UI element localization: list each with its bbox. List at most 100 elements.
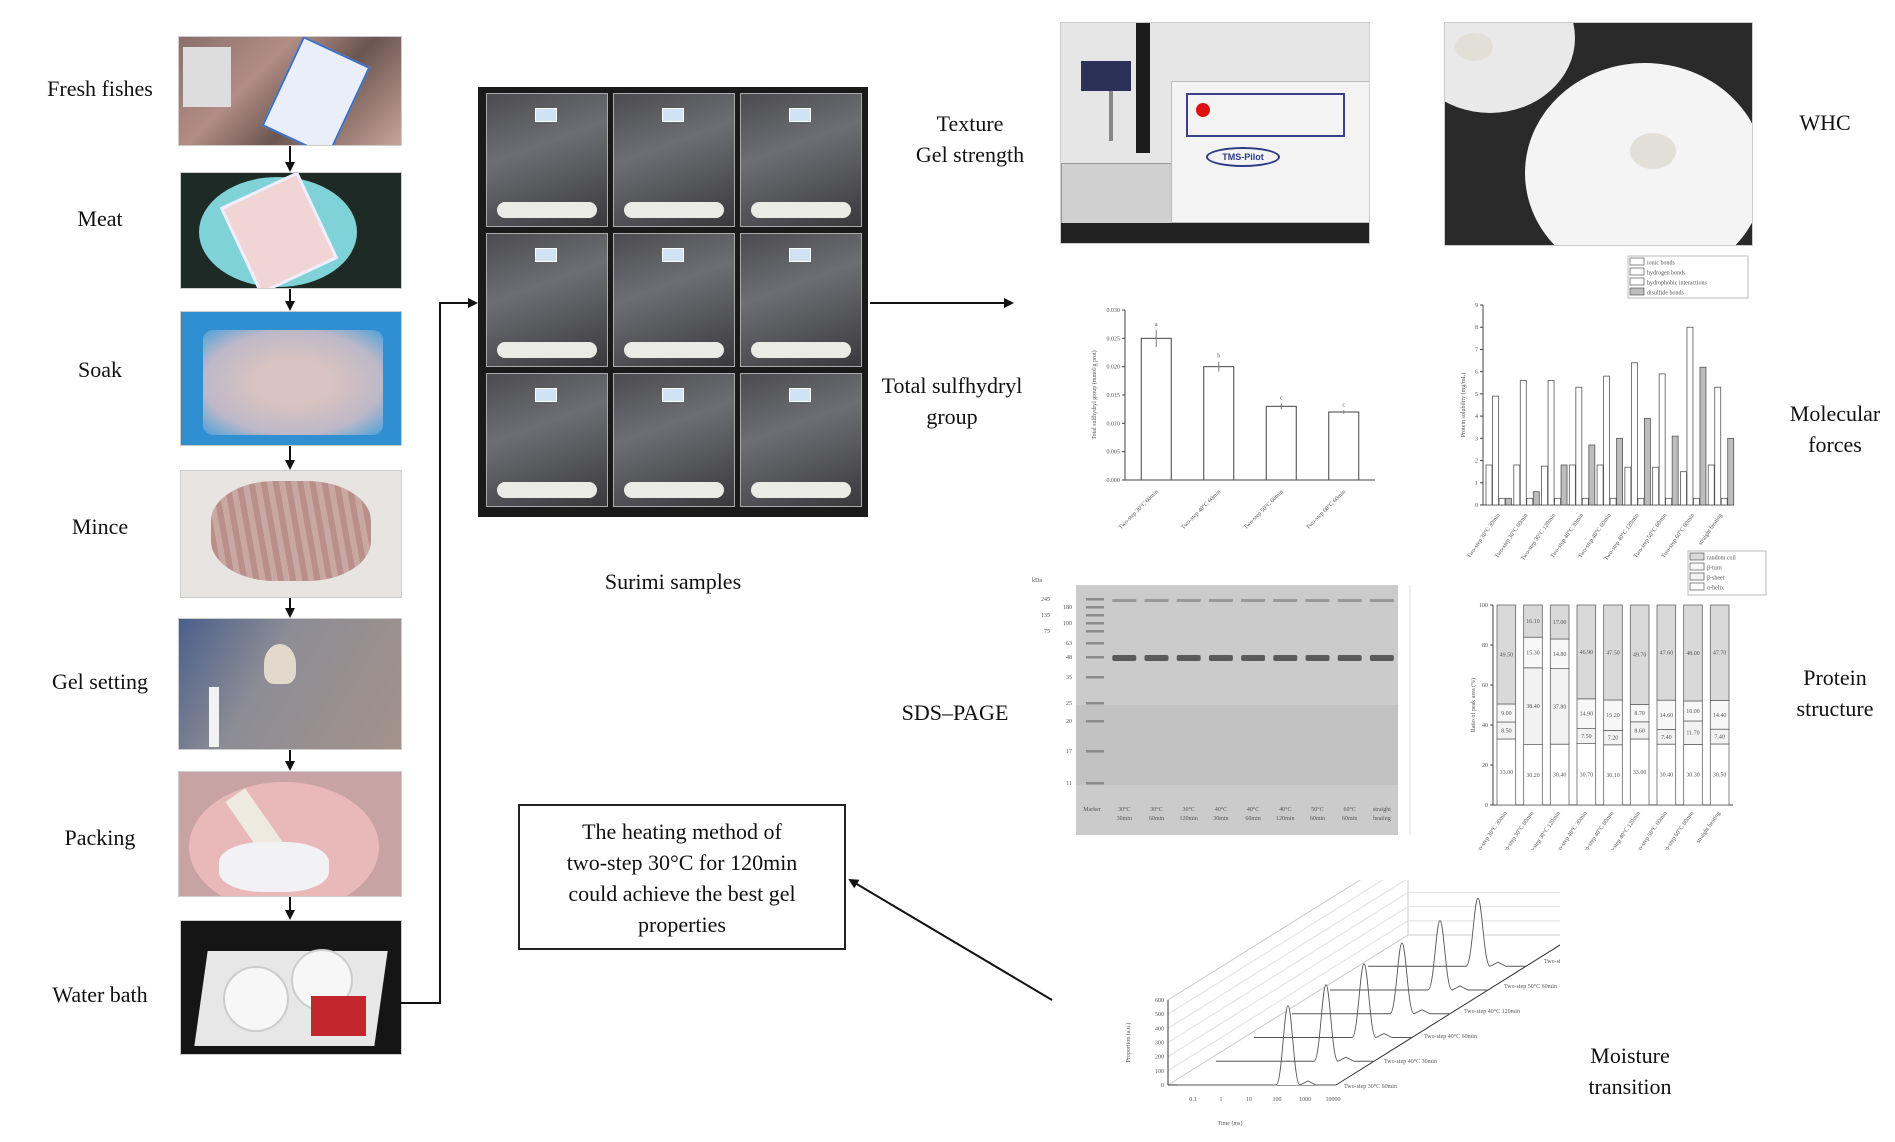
marker-kda: 135	[1041, 613, 1050, 619]
marker-kda: 48	[1066, 655, 1072, 661]
y-tick-label: 4	[1475, 414, 1478, 420]
segment-value: 46.90	[1580, 650, 1594, 656]
segment-value: 15.30	[1526, 651, 1540, 657]
texture-analyzer-photo: TMS-Pilot	[1060, 22, 1370, 244]
bar	[1547, 380, 1555, 506]
grid-line	[1167, 906, 1409, 1058]
bar	[1588, 444, 1596, 506]
surimi-bag	[613, 93, 735, 227]
gel-setting-photo	[178, 618, 402, 750]
meat-bowl-photo	[180, 172, 402, 289]
segment-value: 7.20	[1608, 736, 1619, 742]
bar	[1603, 375, 1611, 506]
segment-value: 14.60	[1660, 713, 1674, 719]
bar	[1519, 380, 1527, 506]
molecular-line2: forces	[1808, 432, 1862, 457]
series-label: Two-step 40°C 30min	[1384, 1058, 1437, 1065]
bar	[1671, 435, 1679, 506]
series-label: Two-step 60°C 60min	[1544, 958, 1560, 965]
segment-value: 7.50	[1581, 734, 1592, 740]
sample-tag	[789, 108, 811, 122]
sulfhydryl-line2: group	[926, 404, 978, 429]
marker-band	[1086, 606, 1104, 609]
surimi-gel-tube	[624, 342, 724, 358]
segment-value: 9.00	[1501, 711, 1512, 717]
sulfhydryl-label: Total sulfhydryl group	[872, 370, 1032, 432]
y-axis-label: Protein solubility (mg/mL)	[1460, 373, 1467, 438]
bar	[1140, 337, 1172, 481]
y-tick-label: 100	[1479, 603, 1488, 609]
grid-line	[1167, 880, 1407, 1029]
significance-letter: c	[1342, 402, 1345, 408]
segment-value: 8.50	[1501, 729, 1512, 735]
step-label-meat: Meat	[77, 206, 123, 231]
legend-label: α-helix	[1707, 586, 1724, 592]
segment-value: 30.30	[1686, 773, 1700, 779]
y-tick-label: 0.000	[1107, 478, 1121, 484]
y-tick-label: 0.020	[1107, 365, 1121, 371]
mince-photo	[180, 470, 402, 598]
bar	[1630, 362, 1638, 506]
surimi-bag	[613, 373, 735, 507]
series-label: Two-step 50°C 60min	[1504, 983, 1557, 990]
y-tick-label: 2	[1475, 459, 1478, 465]
stack-segment	[1496, 604, 1517, 705]
marker-band	[1086, 750, 1104, 753]
y-axis-label: Total sulfhydryl group (mmol/g prot)	[1091, 350, 1098, 439]
y-tick-label: 0	[1485, 803, 1488, 809]
marker-kda: 245	[1041, 597, 1050, 603]
y-tick-label: 1	[1475, 481, 1478, 487]
protein-band-top	[1208, 599, 1233, 602]
sds-page-label: SDS–PAGE	[901, 700, 1009, 725]
segment-value: 7.40	[1661, 735, 1672, 741]
x-tick-label: 100	[1273, 1097, 1282, 1103]
texture-line2: Gel strength	[915, 142, 1025, 167]
marker-band	[1086, 782, 1104, 785]
x-tick-label: Two-step 30°C 60min	[1117, 488, 1159, 530]
protein-band	[1337, 655, 1362, 661]
segment-value: 16.10	[1526, 619, 1540, 625]
legend-label: hydrogen bonds	[1647, 271, 1686, 277]
segment-value: 14.90	[1580, 712, 1594, 718]
legend-swatch	[1689, 582, 1705, 591]
marker-kda: 180	[1063, 605, 1072, 611]
bar	[1581, 497, 1589, 506]
bar	[1485, 464, 1493, 506]
packing-photo	[178, 771, 402, 897]
legend-label: β-sheet	[1707, 576, 1725, 582]
segment-value: 30.50	[1713, 773, 1727, 779]
surimi-bag	[486, 373, 608, 507]
bar	[1652, 466, 1660, 506]
legend-label: disulfide bonds	[1647, 290, 1684, 297]
y-tick-label: 80	[1482, 643, 1488, 649]
y-tick-label: 60	[1482, 683, 1488, 689]
bar	[1526, 497, 1534, 506]
z-axis	[1335, 944, 1560, 1086]
y-tick-label: 3	[1475, 436, 1478, 442]
y-tick-label: 0.005	[1107, 450, 1121, 456]
bar	[1554, 497, 1561, 506]
protein-band-top	[1337, 599, 1362, 602]
bar	[1575, 386, 1583, 506]
legend-label: hydrophobic interactions	[1647, 281, 1707, 287]
marker-kda: 75	[1044, 629, 1050, 635]
y-tick-label: 0.030	[1107, 308, 1121, 314]
segment-value: 30.70	[1580, 772, 1594, 778]
protein-band	[1369, 655, 1394, 661]
y-tick-label: 6	[1475, 370, 1478, 376]
surimi-gel-tube	[497, 482, 597, 498]
significance-letter: c	[1280, 396, 1283, 402]
bar	[1505, 497, 1512, 506]
marker-band	[1086, 598, 1104, 601]
protein-band-top	[1241, 599, 1266, 602]
protein-band	[1112, 655, 1137, 661]
gel-smear	[1076, 705, 1398, 785]
texture-brand-badge: TMS-Pilot	[1206, 147, 1280, 167]
bar	[1707, 464, 1715, 506]
